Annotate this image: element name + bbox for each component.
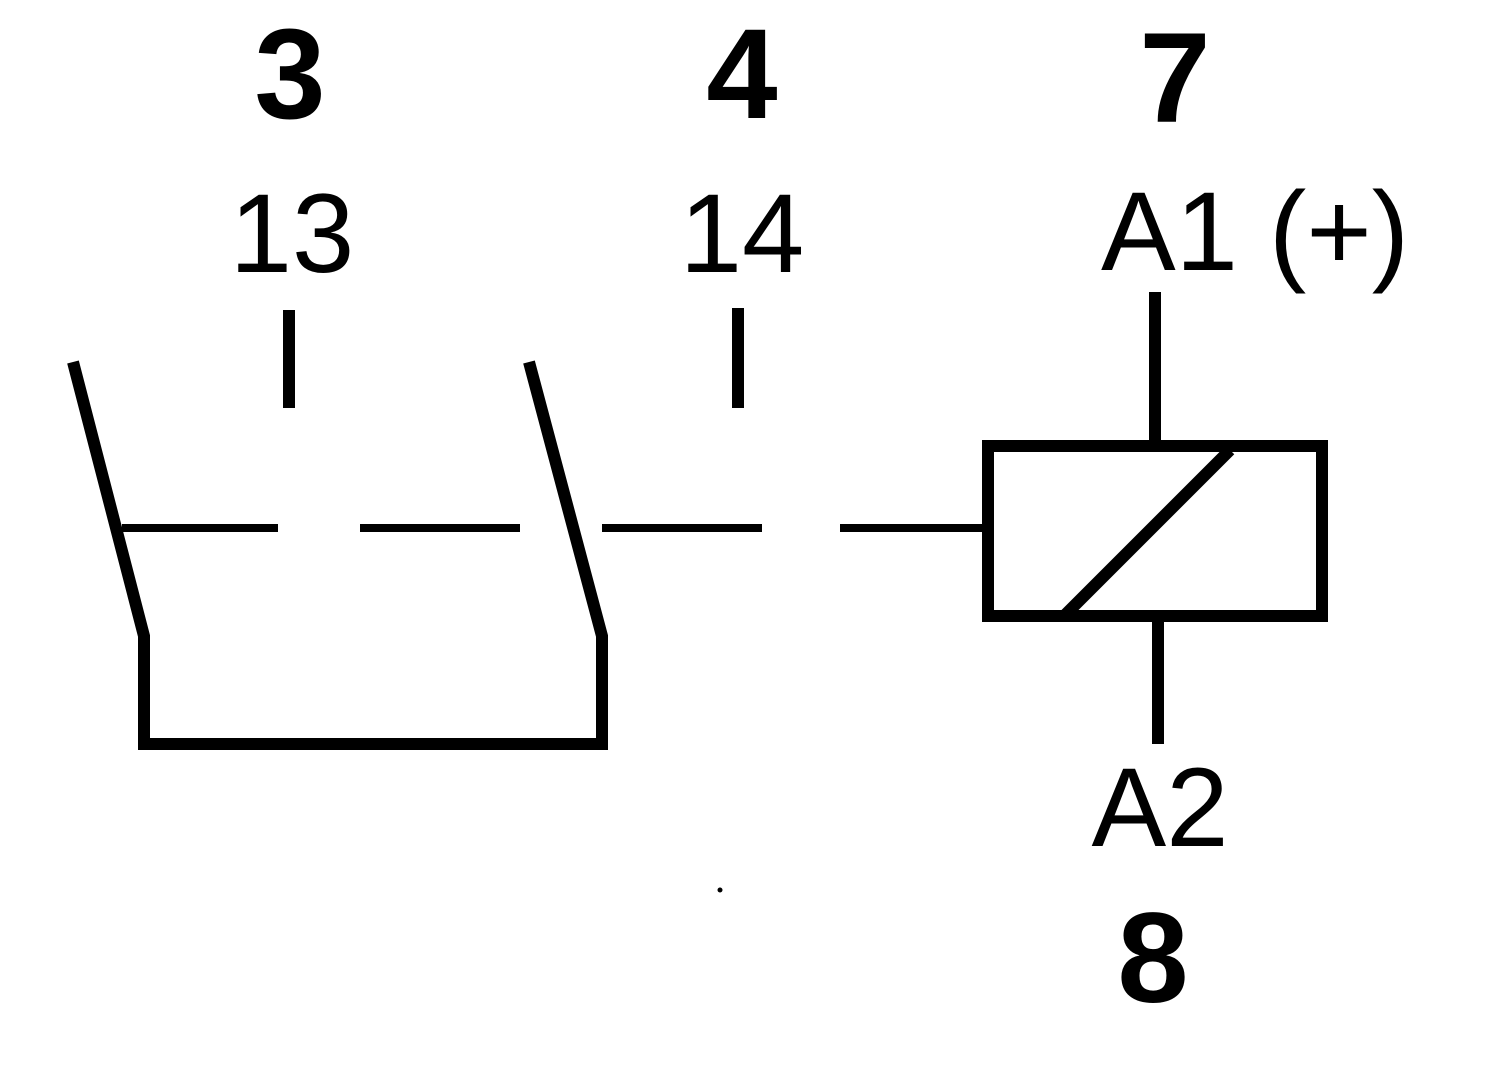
terminal-7-label: 7 [1139, 7, 1210, 150]
terminal-13-label: 13 [230, 171, 355, 296]
terminal-8-label: 8 [1117, 887, 1188, 1030]
terminal-4-label: 4 [706, 3, 777, 146]
coil-diagonal [1059, 445, 1235, 621]
speck-dot [717, 887, 723, 893]
terminal-14-label: 14 [680, 171, 805, 296]
terminal-a1-label: A1 (+) [1101, 169, 1409, 294]
contact-blades [67, 360, 608, 750]
terminal-a2-label: A2 [1092, 745, 1229, 870]
terminal-3-label: 3 [254, 3, 325, 146]
